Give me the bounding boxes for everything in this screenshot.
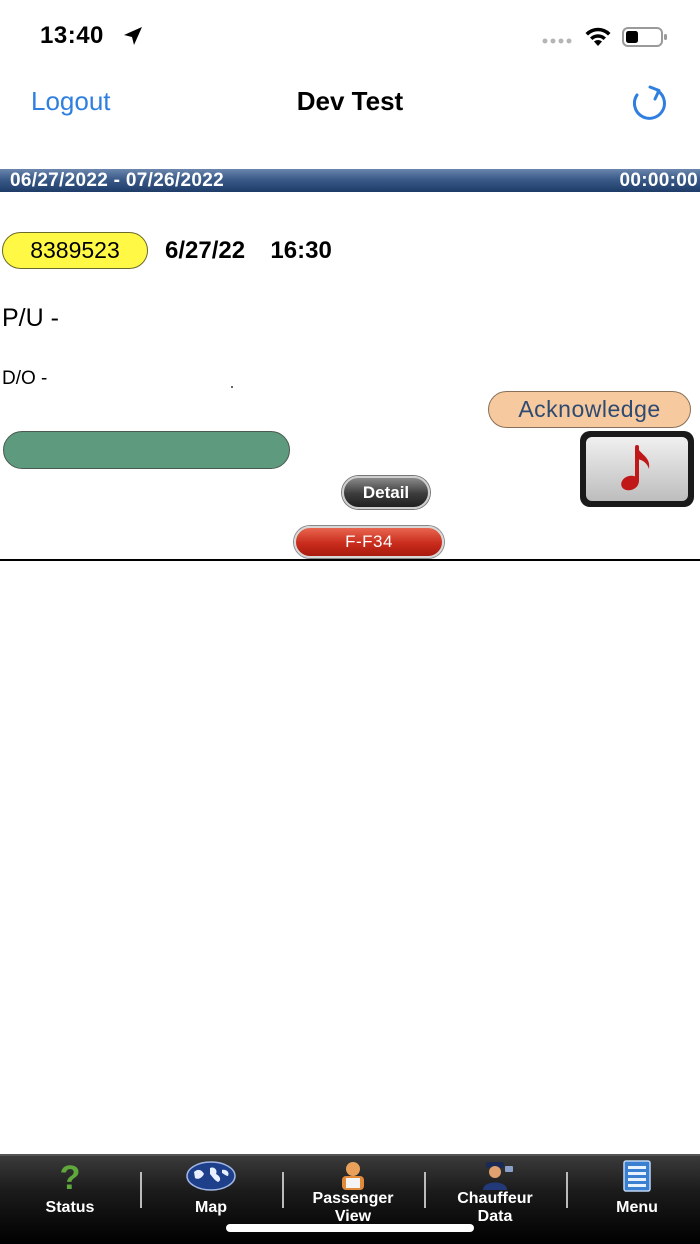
detail-button[interactable]: Detail bbox=[342, 476, 430, 509]
refresh-button[interactable] bbox=[628, 82, 668, 122]
status-time: 13:40 bbox=[40, 22, 104, 49]
tab-map-label: Map bbox=[195, 1199, 227, 1216]
tab-separator bbox=[282, 1172, 284, 1208]
location-arrow-icon bbox=[124, 27, 142, 45]
tab-menu-label: Menu bbox=[616, 1199, 658, 1216]
tab-separator bbox=[424, 1172, 426, 1208]
logout-button[interactable]: Logout bbox=[31, 86, 111, 116]
trip-id-badge[interactable]: 8389523 bbox=[2, 232, 148, 269]
navigation-bar: Dev Test Logout bbox=[0, 72, 700, 132]
date-range-bar: 06/27/2022 - 07/26/2022 00:00:00 bbox=[0, 169, 700, 192]
elapsed-timer: 00:00:00 bbox=[619, 170, 698, 191]
globe-icon bbox=[186, 1161, 236, 1191]
music-note-icon bbox=[621, 445, 650, 491]
acknowledge-button[interactable]: Acknowledge bbox=[488, 391, 691, 428]
chauffeur-icon bbox=[483, 1162, 513, 1190]
svg-text:?: ? bbox=[60, 1160, 81, 1192]
tab-status-label: Status bbox=[45, 1199, 95, 1216]
wifi-icon bbox=[585, 27, 611, 46]
separator-dot bbox=[231, 386, 233, 388]
dropoff-label: D/O - bbox=[2, 368, 48, 389]
pickup-label: P/U - bbox=[2, 304, 59, 332]
question-icon: ? bbox=[60, 1160, 81, 1192]
menu-list-icon bbox=[623, 1160, 651, 1192]
page-title: Dev Test bbox=[296, 86, 404, 116]
status-bar: 13:40 bbox=[0, 0, 700, 70]
tab-menu[interactable]: Menu bbox=[567, 1156, 700, 1244]
tab-status[interactable]: ? Status bbox=[0, 1156, 140, 1244]
home-indicator[interactable] bbox=[226, 1224, 474, 1232]
tab-map[interactable]: Map bbox=[141, 1156, 281, 1244]
tab-separator bbox=[566, 1172, 568, 1208]
battery-icon bbox=[622, 27, 667, 47]
passenger-icon bbox=[342, 1162, 364, 1190]
refresh-icon bbox=[632, 85, 666, 120]
tab-separator bbox=[140, 1172, 142, 1208]
cellular-signal-icon bbox=[542, 38, 572, 44]
sound-button-face bbox=[586, 437, 688, 501]
card-divider bbox=[0, 559, 700, 561]
vehicle-button[interactable]: F-F34 bbox=[294, 526, 444, 558]
sound-button[interactable] bbox=[580, 431, 694, 507]
date-range: 06/27/2022 - 07/26/2022 bbox=[10, 170, 224, 191]
trip-datetime: 6/27/22 16:30 bbox=[165, 237, 332, 264]
trip-status-bar[interactable] bbox=[3, 431, 290, 469]
